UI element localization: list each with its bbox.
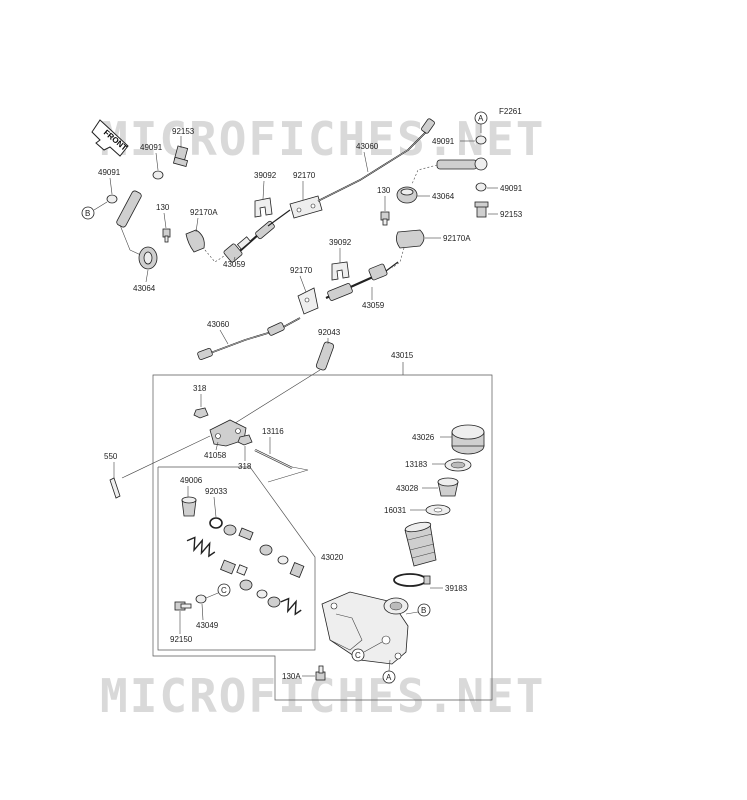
nut-318-a — [193, 407, 209, 419]
label-49006: 49006 — [180, 476, 203, 485]
assembly-box-43020 — [157, 466, 316, 651]
label-43064-right: 43064 — [432, 192, 455, 201]
label-41058: 41058 — [204, 451, 227, 460]
callout-c-bottom — [351, 648, 365, 662]
spring-piston — [186, 536, 248, 576]
cable-end-right — [411, 157, 488, 185]
assembly-box-43015 — [152, 362, 493, 701]
washer-49091-left-a — [152, 170, 164, 180]
cable-43060-top — [317, 118, 435, 202]
washer-49091-right-b — [475, 182, 487, 192]
bolt-130-right — [380, 211, 390, 226]
label-43060-top: 43060 — [356, 142, 379, 151]
label-43064-left: 43064 — [133, 284, 156, 293]
washer-49091-right-a — [475, 135, 487, 145]
reservoir-hose — [404, 521, 437, 567]
label-16031: 16031 — [384, 506, 407, 515]
piston-seals-row2 — [239, 579, 302, 616]
label-43060-mid: 43060 — [207, 320, 230, 329]
label-92153-right: 92153 — [500, 210, 523, 219]
callout-b-bottom-letter: B — [421, 606, 426, 615]
master-cylinder-body — [321, 591, 409, 665]
bolt-92153-left — [172, 145, 189, 167]
boot-49006 — [181, 496, 197, 517]
bolt-92153-right — [474, 201, 489, 218]
label-92170-mid: 92170 — [290, 266, 313, 275]
callout-b-left-letter: B — [85, 209, 90, 218]
clip-39092-mid — [331, 261, 350, 281]
callout-a-bottom-letter: A — [386, 673, 392, 682]
clamp-92170A-right — [396, 229, 425, 249]
callout-c-left — [217, 583, 231, 597]
clamp-92170A-left — [185, 229, 205, 253]
front-arrow-icon: FRONT — [91, 119, 129, 157]
label-318-b: 318 — [238, 462, 252, 471]
snap-ring-92033 — [209, 517, 223, 529]
cable-43059-top — [223, 209, 291, 263]
label-92033: 92033 — [205, 487, 228, 496]
label-92153-left: 92153 — [172, 127, 195, 136]
label-92150: 92150 — [170, 635, 193, 644]
label-43026: 43026 — [412, 433, 435, 442]
washer-49091-left-b — [106, 194, 118, 204]
label-49091-right-a: 49091 — [432, 137, 455, 146]
label-43028: 43028 — [396, 484, 419, 493]
callout-c-left-letter: C — [221, 586, 227, 595]
plate-16031 — [425, 504, 451, 516]
clip-39092-top — [254, 197, 273, 218]
label-43059-mid: 43059 — [362, 301, 385, 310]
callout-b-bottom — [417, 603, 431, 617]
cup-43028 — [437, 477, 459, 497]
label-13183: 13183 — [405, 460, 428, 469]
label-49091-left-a: 49091 — [140, 143, 163, 152]
label-43059-top: 43059 — [223, 260, 246, 269]
watermark-top: MICROFICHES.NET — [100, 112, 545, 166]
label-39183: 39183 — [445, 584, 468, 593]
bracket-92170-mid — [297, 287, 319, 315]
cotter-pin-550 — [109, 477, 121, 499]
label-39092-mid: 39092 — [329, 238, 352, 247]
hose-clamp-39183 — [393, 573, 431, 587]
reservoir-cap-43026 — [451, 424, 485, 455]
bolt-130A — [315, 665, 326, 681]
cable-43060-mid — [197, 317, 301, 360]
label-49091-left-b: 49091 — [98, 168, 121, 177]
label-550: 550 — [104, 452, 118, 461]
label-43049: 43049 — [196, 621, 219, 630]
grommet-43064-right — [396, 186, 418, 204]
piston-seals-row1 — [223, 524, 305, 578]
cable-43059-mid — [325, 261, 399, 301]
nut-318-b — [237, 434, 253, 446]
label-130A: 130A — [282, 672, 301, 681]
label-318-a: 318 — [193, 384, 207, 393]
pin-92043 — [315, 341, 335, 371]
label-43015: 43015 — [391, 351, 414, 360]
callout-c-bottom-letter: C — [355, 651, 361, 660]
cable-end-left — [116, 190, 144, 257]
diagram-ref-code: F2261 — [499, 107, 522, 116]
label-92170A-right: 92170A — [443, 234, 471, 243]
bracket-92170-top — [289, 195, 323, 219]
callout-b-left — [81, 206, 95, 220]
callout-a-top-letter: A — [478, 114, 484, 123]
label-49091-right-b: 49091 — [500, 184, 523, 193]
label-130-right: 130 — [377, 186, 391, 195]
label-43020: 43020 — [321, 553, 344, 562]
grommet-43064-left — [138, 246, 158, 270]
bolt-92150 — [174, 601, 192, 611]
bolt-130-left — [162, 228, 171, 243]
label-92043: 92043 — [318, 328, 341, 337]
label-92170-top: 92170 — [293, 171, 316, 180]
label-130-left: 130 — [156, 203, 170, 212]
label-39092-top: 39092 — [254, 171, 277, 180]
pushrod-13116 — [254, 449, 293, 469]
label-13116: 13116 — [262, 427, 284, 436]
washer-43049 — [195, 594, 207, 604]
label-92170A-left: 92170A — [190, 208, 218, 217]
